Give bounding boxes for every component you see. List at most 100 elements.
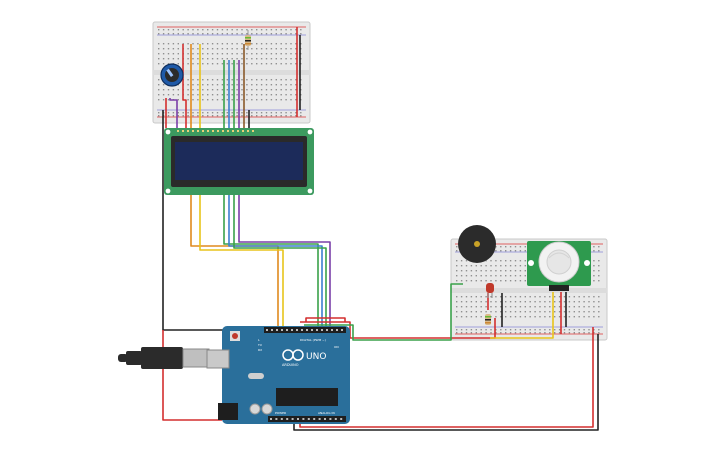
lcd-16x2[interactable] <box>164 128 314 195</box>
breadboard-hole <box>509 306 512 308</box>
pin[interactable] <box>281 329 283 331</box>
pin[interactable] <box>318 418 321 420</box>
pin[interactable] <box>247 130 249 132</box>
pin[interactable] <box>296 329 298 331</box>
pin[interactable] <box>192 130 194 132</box>
breadboard-hole <box>563 306 566 308</box>
breadboard-hole <box>270 43 273 45</box>
pin[interactable] <box>227 130 229 132</box>
pin[interactable] <box>302 418 305 420</box>
pin[interactable] <box>301 329 303 331</box>
pin[interactable] <box>275 418 278 420</box>
breadboard-hole <box>475 316 477 318</box>
resistor-right[interactable] <box>485 314 491 325</box>
pin[interactable] <box>197 130 199 132</box>
red-led[interactable] <box>486 283 494 298</box>
breadboard-hole <box>187 33 189 35</box>
piezo-buzzer[interactable] <box>458 225 496 263</box>
breadboard-hole <box>187 115 189 117</box>
breadboard-hole <box>456 311 458 313</box>
pin[interactable] <box>232 130 234 132</box>
pin[interactable] <box>187 130 189 132</box>
breadboard-hole <box>558 316 561 318</box>
breadboard-hole <box>549 306 551 308</box>
breadboard-hole <box>221 48 224 50</box>
breadboard-hole <box>588 316 590 318</box>
pin[interactable] <box>237 130 239 132</box>
pin[interactable] <box>280 418 283 420</box>
pin[interactable] <box>326 329 328 331</box>
pin[interactable] <box>321 329 323 331</box>
breadboard-hole <box>167 94 170 96</box>
breadboard-hole <box>256 58 258 60</box>
pin[interactable] <box>329 418 332 420</box>
pin[interactable] <box>242 130 244 132</box>
breadboard-hole <box>202 89 204 91</box>
breadboard-hole <box>505 316 507 318</box>
breadboard-hole <box>265 79 268 81</box>
breadboard-hole <box>265 33 268 35</box>
on-led-label: ON <box>334 345 339 349</box>
breadboard-hole <box>211 84 214 86</box>
breadboard-hole <box>231 48 233 50</box>
pin[interactable] <box>286 329 288 331</box>
breadboard-hole <box>285 58 287 60</box>
pin[interactable] <box>291 418 294 420</box>
breadboard-hole <box>192 99 194 101</box>
pin[interactable] <box>336 329 338 331</box>
pin[interactable] <box>341 329 343 331</box>
breadboard-hole <box>236 63 238 65</box>
pin[interactable] <box>271 329 273 331</box>
analog-header-label: ANALOG IN <box>318 411 335 415</box>
pin[interactable] <box>212 130 214 132</box>
pin[interactable] <box>340 418 343 420</box>
breadboard-hole <box>197 115 199 117</box>
arduino-uno[interactable]: UNO ARDUINO DIGITAL (PWM ~) ANALOG IN PO… <box>206 326 350 424</box>
pin[interactable] <box>291 329 293 331</box>
breadboard-hole <box>207 115 209 117</box>
pin[interactable] <box>266 329 268 331</box>
pin[interactable] <box>252 130 254 132</box>
breadboard-hole <box>295 99 297 101</box>
pin[interactable] <box>207 130 209 132</box>
pin[interactable] <box>182 130 184 132</box>
pin[interactable] <box>331 329 333 331</box>
breadboard-hole <box>485 329 487 331</box>
pin[interactable] <box>270 418 272 420</box>
pin[interactable] <box>306 329 308 331</box>
breadboard-hole <box>236 89 238 91</box>
pin[interactable] <box>316 329 318 331</box>
pin[interactable] <box>313 418 316 420</box>
breadboard-hole <box>534 329 536 331</box>
breadboard-hole <box>260 29 263 31</box>
pin[interactable] <box>202 130 204 132</box>
potentiometer[interactable] <box>160 63 184 87</box>
pin[interactable] <box>311 329 313 331</box>
breadboard-hole <box>241 94 243 96</box>
pin[interactable] <box>276 329 278 331</box>
pin[interactable] <box>297 418 299 420</box>
pin[interactable] <box>222 130 224 132</box>
pin[interactable] <box>177 130 179 132</box>
resistor-top[interactable] <box>245 30 251 50</box>
pin[interactable] <box>334 418 337 420</box>
breadboard-hole <box>578 311 580 313</box>
breadboard-hole <box>593 306 595 308</box>
breadboard-hole <box>260 115 263 117</box>
breadboard-hole <box>290 89 292 91</box>
breadboard-hole <box>280 58 282 60</box>
breadboard-hole <box>167 58 170 60</box>
breadboard-hole <box>231 29 233 31</box>
breadboard-hole <box>207 63 209 65</box>
pin[interactable] <box>307 418 310 420</box>
pin[interactable] <box>324 418 326 420</box>
breadboard-hole <box>460 301 463 303</box>
pin[interactable] <box>286 418 289 420</box>
breadboard-hole <box>480 296 482 298</box>
pir-sensor[interactable] <box>527 241 591 291</box>
breadboard-hole <box>290 115 292 117</box>
breadboard-hole <box>456 270 458 272</box>
pin[interactable] <box>217 130 219 132</box>
usb-cable <box>118 347 210 369</box>
